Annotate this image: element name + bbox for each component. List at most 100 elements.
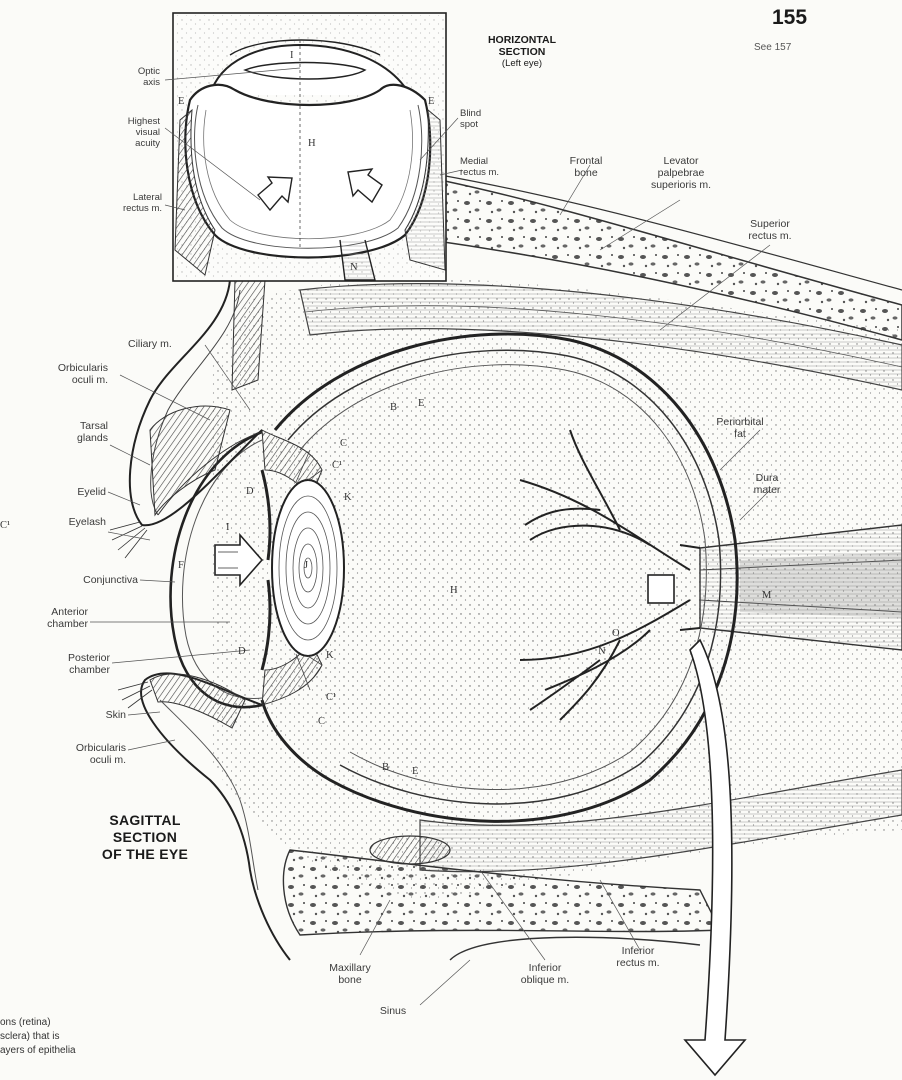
label-dura-mater-l1: Dura xyxy=(735,472,799,484)
label-anterior-chamber-l2: chamber xyxy=(10,618,88,630)
label-levator-l1: Levator xyxy=(636,155,726,167)
label-medial-rectus-l2: rectus m. xyxy=(460,167,499,178)
label-eyelid: Eyelid xyxy=(40,486,106,498)
letter-f: F xyxy=(178,560,184,571)
label-superior-rectus-l1: Superior xyxy=(735,218,805,230)
letter-k-bottom: K xyxy=(326,650,334,661)
letter-c1-bottom: C¹ xyxy=(326,692,336,703)
label-highest-visual-acuity: Highest visual acuity xyxy=(100,116,160,149)
label-inferior-oblique-l2: oblique m. xyxy=(500,974,590,986)
label-medial-rectus-l1: Medial xyxy=(460,156,499,167)
letter-d-top: D xyxy=(246,486,254,497)
label-lateral-rectus: Lateral rectus m. xyxy=(100,192,162,214)
label-posterior-chamber: Posterior chamber xyxy=(28,652,110,676)
label-ciliary: Ciliary m. xyxy=(128,338,172,350)
letter-d-bottom: D xyxy=(238,646,246,657)
main-title: SAGITTAL SECTION OF THE EYE xyxy=(80,812,210,863)
label-dura-mater-l2: mater xyxy=(735,484,799,496)
label-maxillary-bone-l2: bone xyxy=(310,974,390,986)
label-periorbital-fat-l2: fat xyxy=(700,428,780,440)
inset-letter-i: I xyxy=(290,50,294,61)
label-hva-l1: Highest xyxy=(100,116,160,127)
label-lateral-rectus-l1: Lateral xyxy=(100,192,162,203)
label-dura-mater: Dura mater xyxy=(735,472,799,496)
bottom-text: ons (retina) sclera) that is ayers of ep… xyxy=(0,1016,76,1058)
letter-i: I xyxy=(226,522,230,533)
letter-b-bottom: B xyxy=(382,762,389,773)
letter-n: N xyxy=(598,646,606,657)
letter-b-top: B xyxy=(390,402,397,413)
label-tarsal-glands-l1: Tarsal xyxy=(40,420,108,432)
label-maxillary-bone: Maxillary bone xyxy=(310,962,390,986)
label-optic-axis-l1: Optic xyxy=(110,66,160,77)
inset-letter-e-left: E xyxy=(178,96,184,107)
label-posterior-chamber-l2: chamber xyxy=(28,664,110,676)
optic-disc xyxy=(648,575,674,603)
label-inferior-oblique: Inferior oblique m. xyxy=(500,962,590,986)
label-skin: Skin xyxy=(60,709,126,721)
label-medial-rectus: Medial rectus m. xyxy=(460,156,499,178)
label-blind-spot: Blind spot xyxy=(460,108,481,130)
letter-c1-left: C¹ xyxy=(0,520,10,531)
label-anterior-chamber: Anterior chamber xyxy=(10,606,88,630)
label-frontal-bone: Frontal bone xyxy=(556,155,616,179)
label-orbicularis-top: Orbicularis oculi m. xyxy=(28,362,108,386)
label-lateral-rectus-l2: rectus m. xyxy=(100,203,162,214)
label-tarsal-glands: Tarsal glands xyxy=(40,420,108,444)
label-superior-rectus-l2: rectus m. xyxy=(735,230,805,242)
letter-c-top: C xyxy=(340,438,347,449)
bottom-text-l1: ons (retina) xyxy=(0,1016,76,1030)
label-levator: Levator palpebrae superioris m. xyxy=(636,155,726,191)
inset-letter-h: H xyxy=(308,138,316,149)
inset-title: HORIZONTAL SECTION (Left eye) xyxy=(462,34,582,70)
inset-letter-e-right: E xyxy=(428,96,434,107)
letter-j: J xyxy=(304,560,308,571)
label-superior-rectus: Superior rectus m. xyxy=(735,218,805,242)
label-eyelash: Eyelash xyxy=(40,516,106,528)
label-inferior-rectus: Inferior rectus m. xyxy=(598,945,678,969)
label-orbicularis-bottom-l2: oculi m. xyxy=(40,754,126,766)
main-title-l2: SECTION xyxy=(80,829,210,846)
inset-title-line2: SECTION xyxy=(462,46,582,58)
label-sinus: Sinus xyxy=(368,1005,418,1017)
letter-k-top: K xyxy=(344,492,352,503)
label-hva-l3: acuity xyxy=(100,138,160,149)
label-inferior-oblique-l1: Inferior xyxy=(500,962,590,974)
label-conjunctiva: Conjunctiva xyxy=(30,574,138,586)
label-optic-axis: Optic axis xyxy=(110,66,160,88)
letter-c-bottom: C xyxy=(318,716,325,727)
label-tarsal-glands-l2: glands xyxy=(40,432,108,444)
inferior-oblique-muscle xyxy=(370,836,450,864)
bottom-text-l2: sclera) that is xyxy=(0,1030,76,1044)
label-periorbital-fat: Periorbital fat xyxy=(700,416,780,440)
letter-c1-top: C¹ xyxy=(332,460,342,471)
main-title-l1: SAGITTAL xyxy=(80,812,210,829)
label-orbicularis-bottom-l1: Orbicularis xyxy=(40,742,126,754)
letter-h: H xyxy=(450,585,458,596)
letter-e-bottom: E xyxy=(412,766,418,777)
label-frontal-bone-l1: Frontal xyxy=(556,155,616,167)
page-number: 155 xyxy=(772,6,807,30)
letter-o: O xyxy=(612,628,620,639)
inset-title-line3: (Left eye) xyxy=(462,58,582,70)
label-blind-spot-l2: spot xyxy=(460,119,481,130)
label-levator-l2: palpebrae xyxy=(636,167,726,179)
inset-letter-n: N xyxy=(350,262,358,273)
label-hva-l2: visual xyxy=(100,127,160,138)
label-orbicularis-top-l2: oculi m. xyxy=(28,374,108,386)
letter-m: M xyxy=(762,590,771,601)
see-reference: See 157 xyxy=(754,42,791,53)
label-posterior-chamber-l1: Posterior xyxy=(28,652,110,664)
label-frontal-bone-l2: bone xyxy=(556,167,616,179)
label-blind-spot-l1: Blind xyxy=(460,108,481,119)
bottom-text-l3: ayers of epithelia xyxy=(0,1044,76,1058)
inset-title-line1: HORIZONTAL xyxy=(462,34,582,46)
label-optic-axis-l2: axis xyxy=(110,77,160,88)
label-inferior-rectus-l2: rectus m. xyxy=(598,957,678,969)
label-levator-l3: superioris m. xyxy=(636,179,726,191)
label-orbicularis-bottom: Orbicularis oculi m. xyxy=(40,742,126,766)
main-title-l3: OF THE EYE xyxy=(80,846,210,863)
vitreous-body xyxy=(315,380,693,775)
label-orbicularis-top-l1: Orbicularis xyxy=(28,362,108,374)
